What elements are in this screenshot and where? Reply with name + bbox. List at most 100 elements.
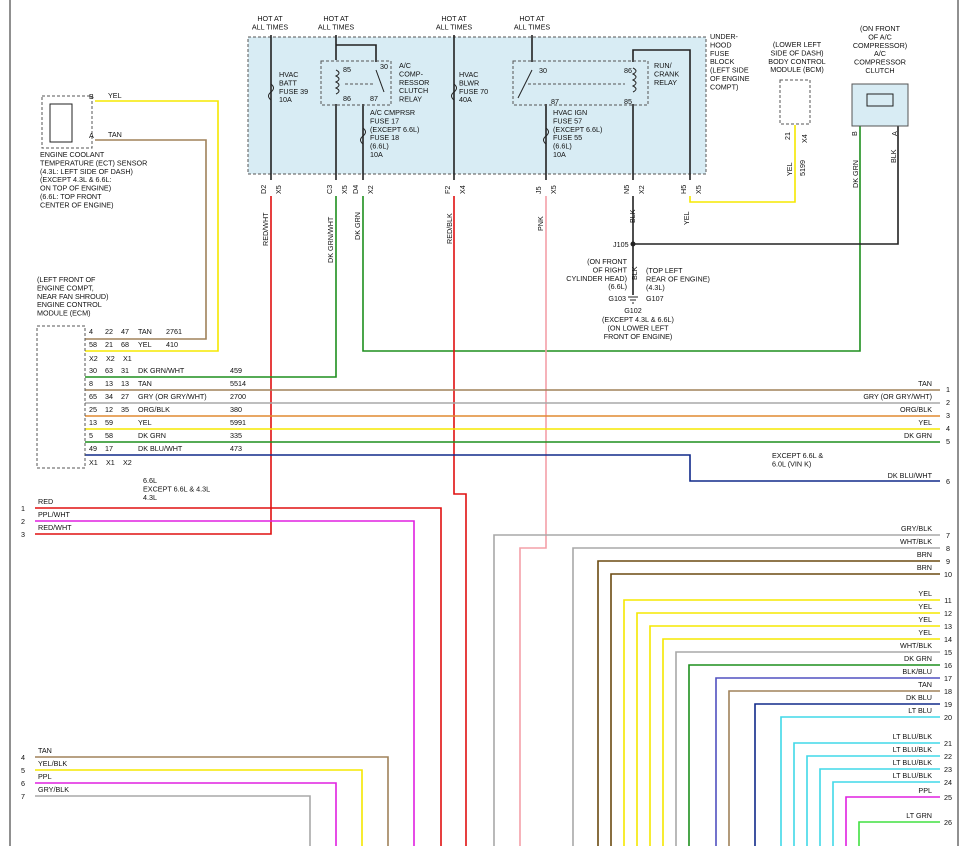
except-note: 6.0L (VIN K) — [772, 459, 811, 468]
ecm-wire-color: DK BLU/WHT — [138, 444, 183, 453]
hot-at-all-times-label: HOT AT — [323, 14, 349, 23]
offpage-wire-label: RED — [38, 497, 53, 506]
connector-id: D2 — [259, 185, 268, 194]
ecm-pin: 68 — [121, 340, 129, 349]
wire-dkgrn-wht — [85, 196, 337, 378]
ect-sensor-box — [41, 95, 93, 149]
ect-sensor-label: (6.6L: TOP FRONT — [40, 192, 102, 201]
ecm-pin: 4 — [89, 327, 93, 336]
ecm-connector-notes: 6.6L — [143, 476, 157, 485]
ground-location-left: CYLINDER HEAD) — [566, 274, 627, 283]
wire-offpage-red — [35, 507, 442, 846]
ground-location-right: REAR OF ENGINE) — [646, 274, 710, 283]
bus-wire-number: 1 — [946, 385, 950, 394]
ac-clutch-relay — [320, 60, 392, 106]
offpage-number: 24 — [944, 778, 952, 787]
wire-r10 — [610, 573, 940, 846]
wire-r26 — [858, 821, 940, 846]
fuse-57-label: FUSE 55 — [553, 133, 582, 142]
fuse-block-label: OF ENGINE — [710, 74, 750, 83]
wire-bus-dkblu — [85, 454, 940, 482]
wire-red-blk — [453, 196, 467, 846]
wire-r7 — [493, 534, 940, 846]
fuse-block-label: FUSE — [710, 49, 729, 58]
ecm-pin: 25 — [89, 405, 97, 414]
ecm-pin: 59 — [105, 418, 113, 427]
wires — [35, 35, 940, 846]
hot-at-all-times-label: HOT AT — [257, 14, 283, 23]
except-note: EXCEPT 6.6L & — [772, 451, 823, 460]
ect-sensor-label: (EXCEPT 4.3L & 6.6L: — [40, 175, 112, 184]
offpage-wire-label: BRN — [917, 550, 932, 559]
ac-clutch-coil — [866, 93, 894, 107]
ecm-box — [36, 325, 86, 469]
offpage-wire-label: YEL — [918, 589, 932, 598]
bus-wire-label: ORG/BLK — [900, 405, 932, 414]
ecm-connector-notes: 4.3L — [143, 493, 157, 502]
ecm-label: ENGINE COMPT, — [37, 283, 94, 292]
offpage-wire-label: LT BLU/BLK — [893, 745, 932, 754]
wire-yel-ect — [85, 100, 219, 352]
ecm-pin: 12 — [105, 405, 113, 414]
offpage-wire-label: TAN — [38, 746, 52, 755]
ecm-pin: 35 — [121, 405, 129, 414]
bus-wire-label: DK BLU/WHT — [888, 471, 933, 480]
offpage-wire-label: GRY/BLK — [38, 785, 69, 794]
ground-location-right: (4.3L) — [646, 283, 665, 292]
ecm-circuit: 2761 — [166, 327, 182, 336]
run-crank-relay-label: RELAY — [654, 78, 677, 87]
offpage-number: 7 — [946, 531, 950, 540]
ecm-pin: 22 — [105, 327, 113, 336]
bcm-connector: X4 — [800, 134, 809, 143]
ecm-wire-color: ORG/BLK — [138, 405, 170, 414]
connector-id: X5 — [340, 185, 349, 194]
fuse-39-label: BATT — [279, 78, 297, 87]
relay-pin: 87 — [551, 97, 559, 106]
hot-at-all-times-label: ALL TIMES — [252, 22, 289, 31]
ac-clutch-box — [851, 83, 909, 127]
offpage-number: 10 — [944, 570, 952, 579]
ecm-circuit: 335 — [230, 431, 242, 440]
ecm-pin: 49 — [89, 444, 97, 453]
offpage-number: 9 — [946, 557, 950, 566]
wire-r13 — [649, 625, 940, 846]
wire-r15 — [675, 651, 940, 846]
ecm-pin: 21 — [105, 340, 113, 349]
wire-feed-2b — [336, 44, 377, 62]
ecm-label: (LEFT FRONT OF — [37, 275, 96, 284]
offpage-number: 17 — [944, 674, 952, 683]
splice-j105 — [630, 241, 636, 247]
clutch-wire-color: BLK — [889, 149, 898, 163]
ac-relay-coil — [334, 69, 340, 95]
connector-id: H5 — [679, 185, 688, 194]
wire-r16 — [688, 664, 940, 846]
bus-wire-number: 5 — [946, 437, 950, 446]
ecm-label: ENGINE CONTROL — [37, 300, 102, 309]
run-crank-relay-label: CRANK — [654, 69, 679, 78]
fuse-57-label: 10A — [553, 150, 566, 159]
ect-pin: A — [89, 131, 94, 140]
bus-wire-label: TAN — [918, 379, 932, 388]
ecm-wire-color: YEL — [138, 340, 152, 349]
wire-dkgrn-clutch — [362, 125, 861, 352]
ground-location-left: OF RIGHT — [593, 265, 628, 274]
fuse-39-symbol — [268, 83, 274, 101]
connector-id: D4 — [351, 185, 360, 194]
ect-wire-label: YEL — [108, 91, 122, 100]
ground-location-bottom: (ON LOWER LEFT — [607, 323, 669, 332]
offpage-wire-label: DK GRN — [904, 654, 932, 663]
wire-r17 — [715, 677, 940, 846]
ecm-wire-color: YEL — [138, 418, 152, 427]
fuses — [268, 83, 549, 145]
fuse-57-label: HVAC IGN — [553, 108, 587, 117]
ac-clutch-label: CLUTCH — [865, 66, 894, 75]
fuse-block-label: HOOD — [710, 40, 732, 49]
offpage-number: 26 — [944, 818, 952, 827]
wire-r18 — [728, 690, 940, 846]
offpage-wire-label: RED/WHT — [38, 523, 72, 532]
wire-r8 — [572, 547, 940, 846]
bus-wire-number: 2 — [946, 398, 950, 407]
ecm-pin: 27 — [121, 392, 129, 401]
offpage-number: 5 — [21, 766, 25, 775]
fuse-17-label: (EXCEPT 6.6L) — [370, 125, 419, 134]
